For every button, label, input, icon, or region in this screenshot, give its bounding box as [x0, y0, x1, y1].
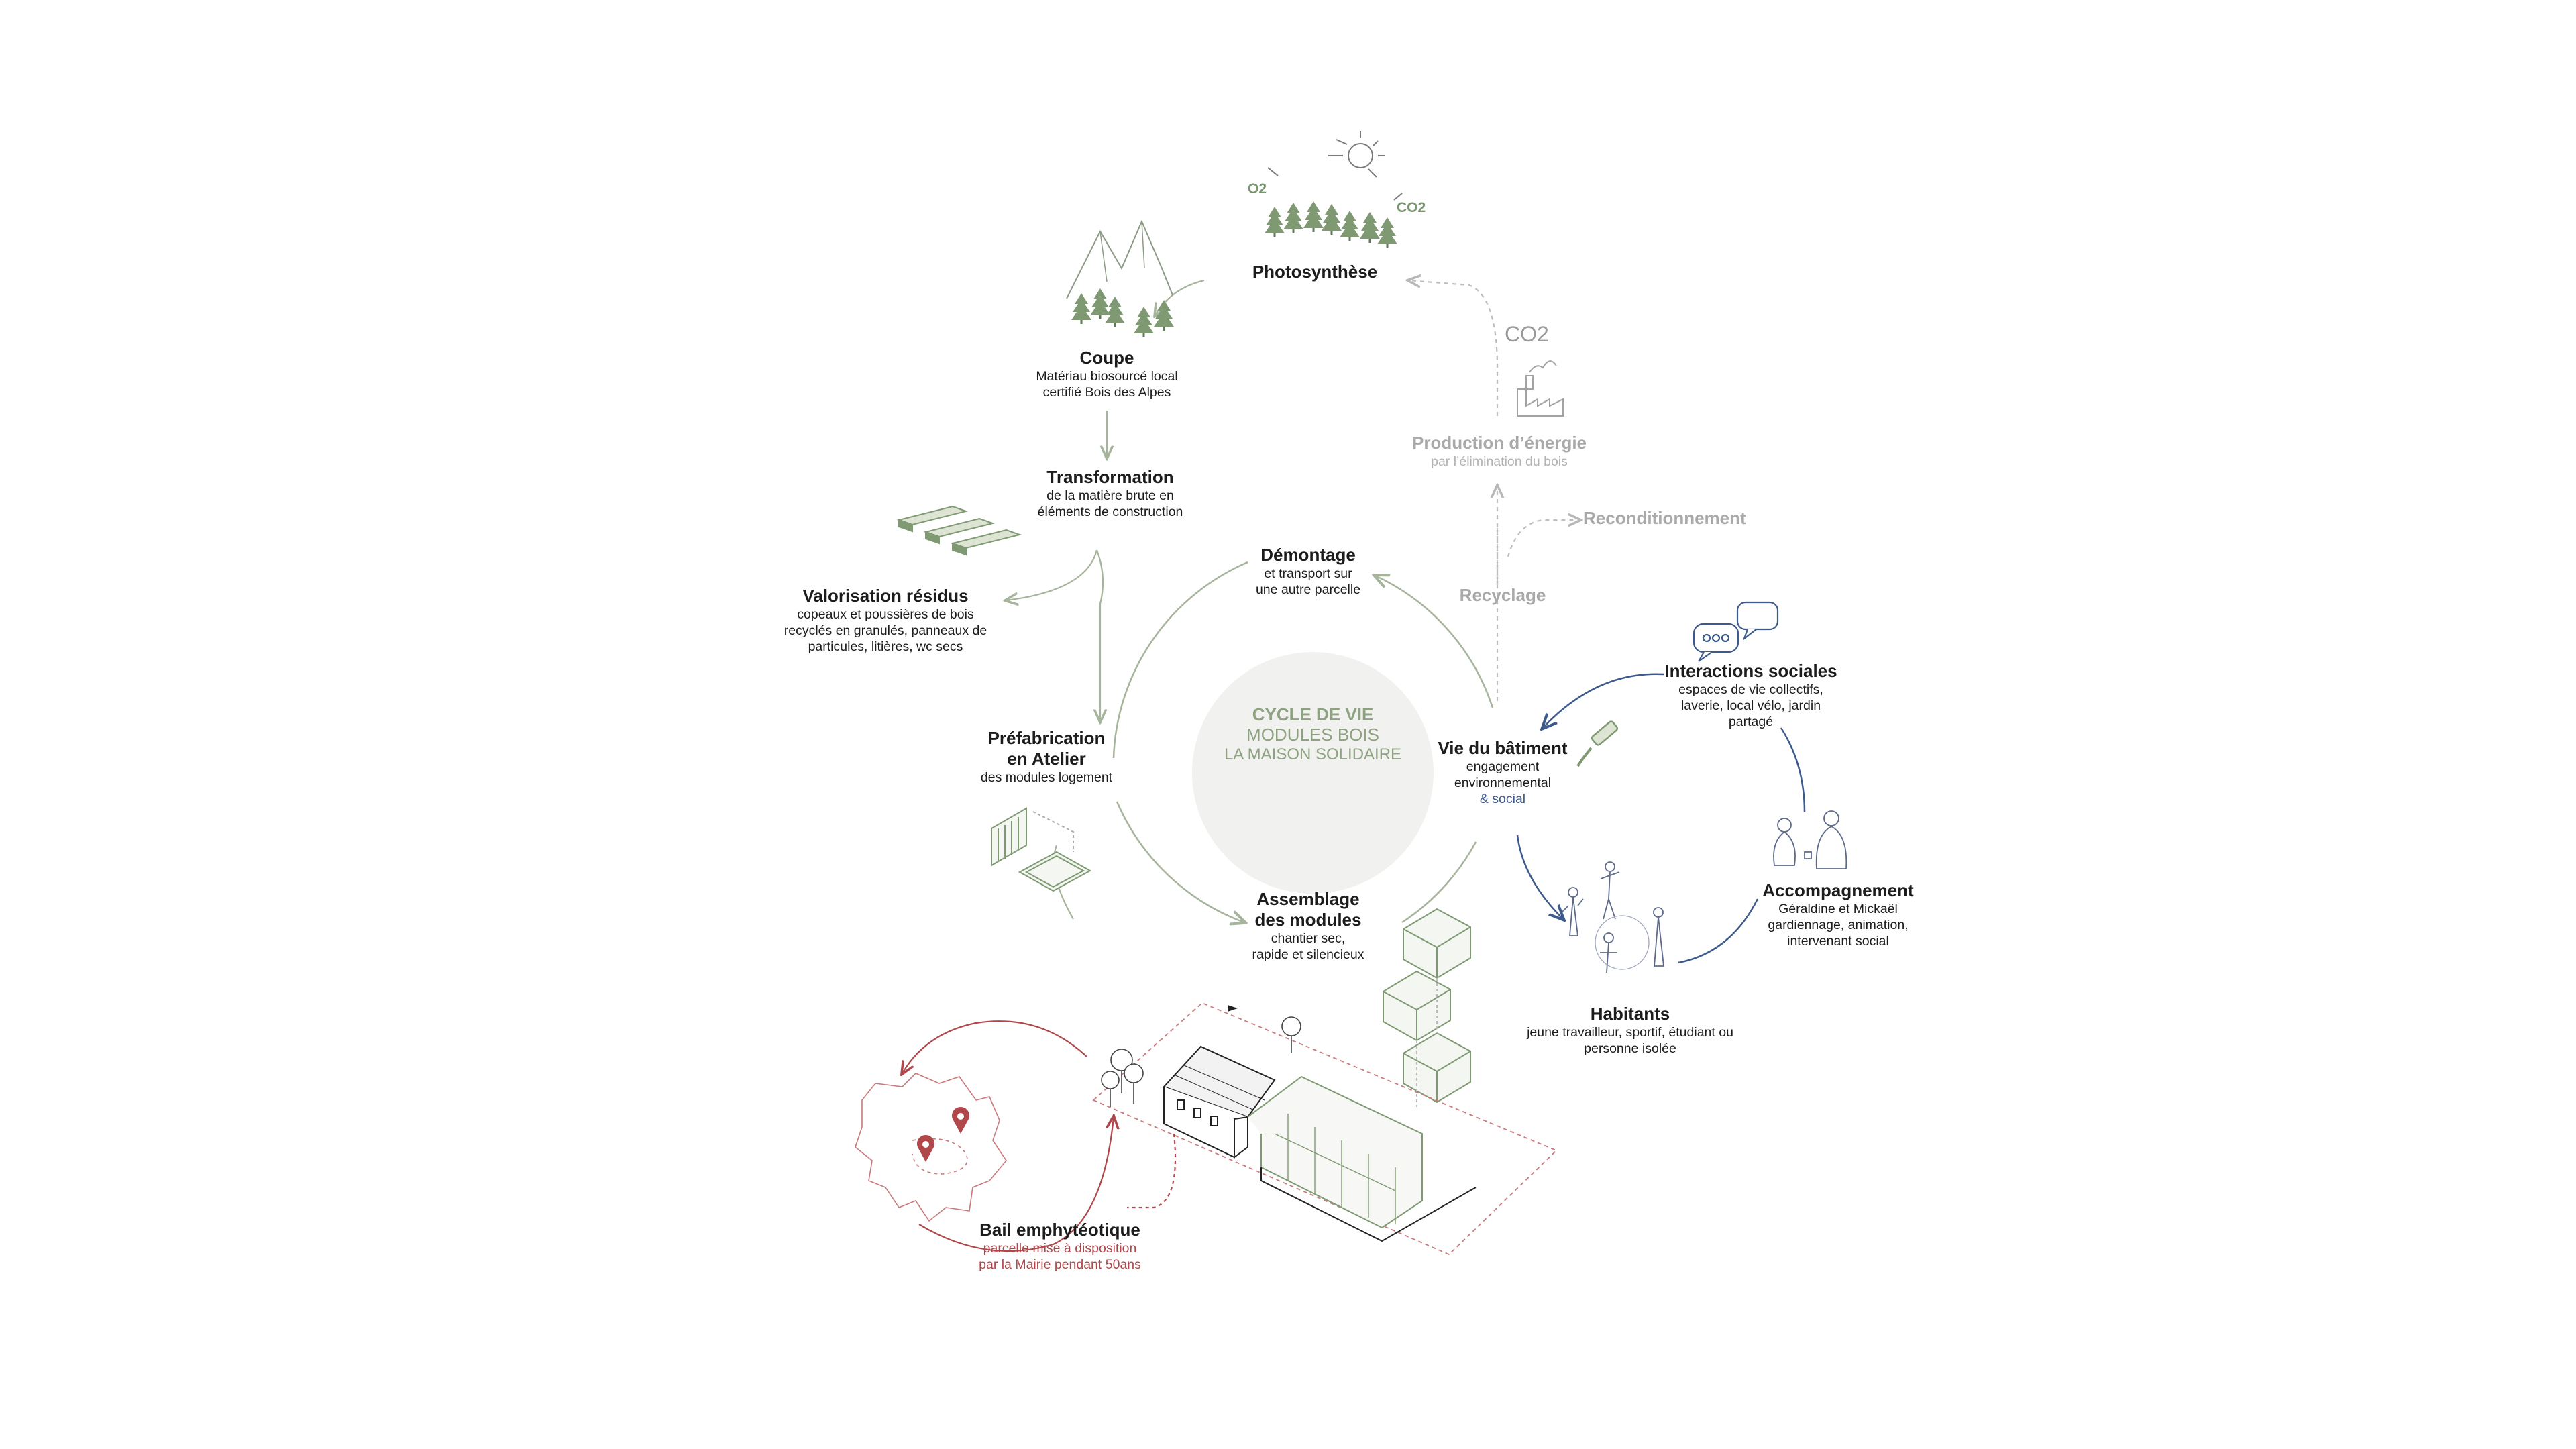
- factory-icon: [1517, 360, 1564, 417]
- coupe-title: Coupe: [1079, 347, 1134, 368]
- valorisation-line2: recyclés en granulés, panneaux de: [784, 623, 987, 638]
- valorisation-title: Valorisation résidus: [802, 586, 969, 606]
- transformation-label: Transformation de la matière brute en él…: [1006, 467, 1214, 520]
- interactions-line2: laverie, local vélo, jardin: [1680, 698, 1821, 713]
- vie-batiment-line1: engagement: [1466, 759, 1540, 774]
- modules-icon: [991, 807, 1092, 892]
- sun-icon: [1267, 131, 1403, 201]
- coupe-label: Coupe Matériau biosourcé local certifié …: [1006, 347, 1208, 400]
- map-icon: [855, 1073, 1007, 1222]
- accompagnement-label: Accompagnement Géraldine et Mickaël gard…: [1744, 880, 1932, 949]
- map-pin-icon: [917, 1107, 970, 1162]
- social-flows: [1516, 673, 1806, 964]
- bail-label: Bail emphytéotique parcelle mise à dispo…: [953, 1220, 1167, 1273]
- photosynthese-label: Photosynthèse: [1228, 262, 1402, 282]
- interactions-line1: espaces de vie collectifs,: [1678, 682, 1823, 697]
- o2-label: O2: [1248, 181, 1267, 197]
- coupe-line2: certifié Bois des Alpes: [1042, 385, 1171, 400]
- valorisation-label: Valorisation résidus copeaux et poussièr…: [771, 586, 1000, 655]
- demontage-title: Démontage: [1260, 545, 1356, 565]
- demontage-line2: une autre parcelle: [1255, 582, 1361, 597]
- vie-batiment-line2: environnemental: [1454, 775, 1552, 790]
- center-title: CYCLE DE VIE MODULES BOIS LA MAISON SOLI…: [1192, 704, 1434, 765]
- assemblage-label: Assemblage des modules chantier sec, rap…: [1221, 889, 1395, 963]
- prefabrication-line1: des modules logement: [980, 770, 1113, 785]
- habitants-label: Habitants jeune travailleur, sportif, ét…: [1496, 1004, 1764, 1057]
- accompagnement-line3: intervenant social: [1787, 934, 1889, 949]
- production-energie-line1: par l’élimination du bois: [1431, 454, 1568, 469]
- transformation-line1: de la matière brute en: [1046, 488, 1174, 503]
- reconditionnement-title: Reconditionnement: [1583, 508, 1746, 528]
- valorisation-line1: copeaux et poussières de bois: [797, 607, 974, 622]
- interactions-label: Interactions sociales espaces de vie col…: [1650, 661, 1851, 730]
- production-energie-label: Production d’énergie par l’élimination d…: [1385, 433, 1613, 470]
- trees-icon: [1265, 201, 1397, 248]
- interactions-title: Interactions sociales: [1664, 661, 1837, 681]
- mountains-icon: [1066, 219, 1174, 337]
- transformation-title: Transformation: [1046, 467, 1174, 487]
- production-energie-title: Production d’énergie: [1411, 433, 1587, 453]
- factory-co2-label: CO2: [1505, 322, 1549, 346]
- flag-icon: [1228, 1005, 1238, 1012]
- stacked-modules-icon: [1383, 908, 1471, 1107]
- co2-label: CO2: [1397, 200, 1426, 215]
- recyclage-title: Recyclage: [1459, 585, 1546, 605]
- inner-cycle-arcs: [1112, 561, 1494, 922]
- center-circle: [1192, 652, 1434, 894]
- recyclage-label: Recyclage: [1429, 585, 1576, 606]
- prefabrication-label: Préfabrication en Atelier des modules lo…: [953, 728, 1140, 786]
- vie-batiment-label: Vie du bâtiment engagement environnement…: [1422, 738, 1583, 807]
- planks-icon: [896, 505, 1022, 556]
- vie-batiment-title: Vie du bâtiment: [1438, 738, 1568, 758]
- parcel-outline: [1092, 1002, 1558, 1256]
- bail-line2: par la Mairie pendant 50ans: [979, 1257, 1141, 1272]
- reconditionnement-label: Reconditionnement: [1583, 508, 1771, 529]
- prefabrication-title1: Préfabrication: [987, 728, 1106, 748]
- demontage-label: Démontage et transport sur une autre par…: [1228, 545, 1389, 598]
- paint-roller-icon: [1576, 720, 1619, 767]
- photosynthese-title: Photosynthèse: [1252, 262, 1378, 282]
- center-title-line1: CYCLE DE VIE: [1252, 704, 1374, 724]
- bail-title: Bail emphytéotique: [979, 1220, 1140, 1240]
- coupe-line1: Matériau biosourcé local: [1036, 369, 1178, 384]
- vie-batiment-line3: & social: [1479, 792, 1526, 806]
- habitants-line1: jeune travailleur, sportif, étudiant ou: [1527, 1025, 1733, 1040]
- interactions-line3: partagé: [1728, 714, 1774, 729]
- demontage-line1: et transport sur: [1264, 566, 1352, 581]
- people-icon: [1561, 810, 1847, 973]
- assemblage-title1: Assemblage: [1256, 889, 1360, 909]
- habitants-title: Habitants: [1590, 1004, 1670, 1024]
- accompagnement-line2: gardiennage, animation,: [1768, 918, 1909, 932]
- habitants-line2: personne isolée: [1584, 1041, 1676, 1056]
- accompagnement-line1: Géraldine et Mickaël: [1778, 902, 1898, 916]
- bail-line1: parcelle mise à disposition: [983, 1241, 1137, 1256]
- site-trees-icon: [1101, 1016, 1301, 1107]
- valorisation-line3: particules, litières, wc secs: [808, 639, 963, 654]
- speech-bubbles-icon: [1693, 601, 1779, 662]
- transformation-line2: éléments de construction: [1037, 504, 1183, 519]
- lease-flows: [902, 1020, 1177, 1252]
- prefabrication-title2: en Atelier: [1007, 749, 1086, 769]
- building-icon: [1163, 1045, 1477, 1242]
- accompagnement-title: Accompagnement: [1762, 880, 1914, 900]
- assemblage-line1: chantier sec,: [1271, 931, 1346, 946]
- center-title-line3: LA MAISON SOLIDAIRE: [1224, 745, 1402, 763]
- assemblage-title2: des modules: [1254, 910, 1362, 930]
- assemblage-line2: rapide et silencieux: [1252, 947, 1364, 962]
- grey-recycle-flows: [1409, 280, 1580, 701]
- center-title-line2: MODULES BOIS: [1246, 724, 1379, 745]
